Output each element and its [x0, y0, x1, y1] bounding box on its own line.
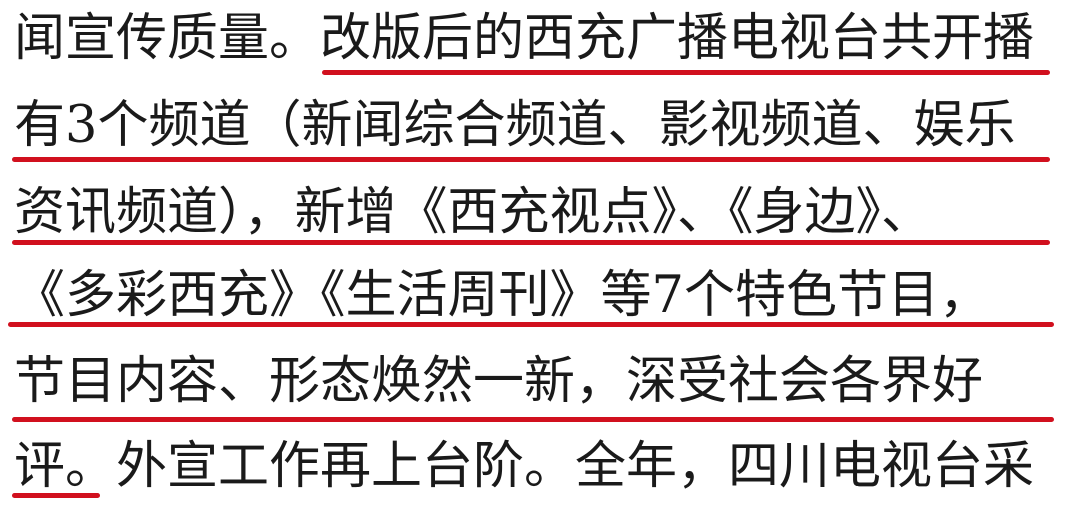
- text-line-6: 评。外宣工作再上台阶。全年，四川电视台采: [14, 437, 1035, 496]
- text-line-5: 节目内容、形态焕然一新，深受社会各界好: [14, 352, 984, 411]
- highlight-underline-2: [12, 157, 1050, 162]
- text-line-3: 资讯频道），新增《西充视点》、《身边》、: [14, 183, 933, 242]
- highlight-underline-5: [12, 417, 1054, 422]
- highlight-underline-1: [322, 70, 1050, 75]
- highlight-underline-6: [12, 493, 100, 498]
- text-line-2: 有3个频道（新闻综合频道、影视频道、娱乐: [14, 96, 1016, 155]
- text-line-1: 闻宣传质量。改版后的西充广播电视台共开播: [14, 9, 1035, 68]
- highlight-underline-3: [12, 240, 1050, 245]
- highlight-underline-4: [8, 322, 1054, 327]
- text-line-4: 《多彩西充》《生活周刊》等7个特色节目，: [14, 266, 990, 325]
